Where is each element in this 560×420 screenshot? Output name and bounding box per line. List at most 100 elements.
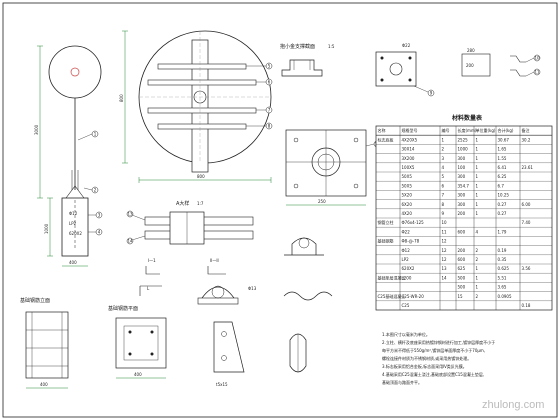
svg-text:1: 1 [94, 132, 97, 137]
notes-block: 1.本图尺寸以毫米为单位。 2.立柱、横杆及底座采用热镀锌钢材进行加工,镀锌层厚度… [382, 331, 495, 385]
table-header-cell: 编号 [442, 127, 450, 133]
table-cell: 500 [458, 285, 466, 290]
flatbar-label: t5x15 [216, 382, 228, 387]
table-cell: 0.27 [498, 211, 507, 216]
small-plate [461, 53, 491, 77]
table-cell: 100X5 [402, 165, 415, 170]
table-cell: 12 [442, 248, 448, 253]
table-cell: 4 [442, 165, 445, 170]
u-clamp-top [291, 237, 317, 255]
disc-rail-4 [157, 123, 247, 130]
watermark: zhulong.com [482, 399, 544, 411]
table-cell: 354.7 [458, 183, 470, 188]
table-header-cell: 长度(mm) [458, 127, 477, 133]
foundation-plan-outline [115, 317, 167, 369]
disc-rail-1 [157, 63, 247, 70]
table-cell: 5.51 [498, 275, 507, 280]
disc-rail-3 [147, 107, 257, 114]
svg-text:14: 14 [128, 239, 134, 244]
table-cell: C25基础混凝土 [378, 293, 406, 299]
section-a-title: A大样 [176, 200, 189, 207]
table-cell: 0.27 [498, 202, 507, 207]
table-cell: 1.79 [498, 229, 507, 234]
callout-11 [533, 68, 541, 76]
curved-bar [289, 333, 307, 373]
small-plate-w: 280 [467, 48, 475, 53]
note-line: 1.本图尺寸以毫米为单位。 [382, 331, 430, 337]
table-cell: 300 [458, 202, 466, 207]
table-cell: 8 [442, 202, 445, 207]
section-a-scale: 1:7 [197, 201, 204, 206]
gusset-plate: t5x15 [213, 321, 245, 387]
table-cell: 1 [476, 174, 479, 179]
svg-text:7: 7 [268, 108, 271, 113]
svg-text:5: 5 [268, 64, 271, 69]
svg-text:6: 6 [268, 80, 271, 85]
foundation-note-1: Φ12 [69, 211, 78, 216]
svg-text:4: 4 [98, 230, 101, 235]
table-header-cell: 备注 [522, 127, 530, 133]
foundation-elevation: 基础钢筋立面 400 [20, 297, 69, 389]
table-cell: 6.7 [498, 183, 505, 188]
table-cell: 50X5 [402, 183, 413, 188]
base-plate-detail: Φ22 9 280 200 10 11 [375, 43, 541, 97]
callout-1 [91, 130, 99, 138]
table-cell: 300 [458, 156, 466, 161]
table-cell: 钢管立柱 [378, 219, 394, 225]
table-cell: 1 [442, 137, 445, 142]
clamp-section-scale: 1:5 [328, 44, 335, 49]
plate-hole-label: Φ22 [402, 43, 411, 48]
disc-height-label: 800 [119, 94, 124, 102]
note-line: 3.标志板采用铝合金板,标志面采用Ⅳ类反光膜。 [382, 363, 467, 369]
table-cell: 基础钢筋 [378, 238, 394, 244]
table-cell: 13 [442, 266, 448, 271]
table-cell: 12 [442, 257, 448, 262]
note-line: 每平方米不得低于550g/m²,镀锌层单面厚度不小于70μm, [382, 347, 485, 353]
table-cell: 1000 [458, 147, 469, 152]
table-cell: 1 [476, 156, 479, 161]
clamp-profile [281, 59, 323, 77]
table-cell: 3.56 [522, 266, 531, 271]
table-cell: 3X200 [402, 156, 415, 161]
table-cell: 0.35 [498, 257, 507, 262]
svg-text:13: 13 [128, 212, 134, 217]
phi-label: Φ13 [248, 286, 257, 291]
disc-front-view: 5 6 7 8 800 800 [119, 30, 273, 183]
note-line: 螺栓连接件材质为不锈钢材质,或采用热镀锌处理。 [382, 355, 471, 361]
callout-3 [95, 211, 103, 219]
note-line: 2.立柱、横杆及底座采用热镀锌钢材进行加工,镀锌层厚度不小于 [382, 339, 495, 345]
table-cell: LP2 [402, 257, 410, 262]
table-header-cell: 单位重(kg) [476, 127, 496, 133]
table-cell: Φ12 [402, 248, 411, 253]
callout-6 [265, 78, 273, 86]
table-header-cell: 名称 [378, 127, 386, 133]
table-cell: 30.2 [522, 137, 531, 142]
table-cell: 200 [458, 248, 466, 253]
table-cell: 600 [458, 229, 466, 234]
table-cell: 625 [458, 266, 466, 271]
callout-5 [265, 62, 273, 70]
table-cell: 基础垫层混凝土 [378, 274, 406, 280]
table-cell: 300 [458, 174, 466, 179]
callout-4 [95, 228, 103, 236]
table-cell: 1 [476, 183, 479, 188]
table-cell: 50X5 [402, 174, 413, 179]
disc-width-label: 800 [197, 174, 205, 179]
table-cell: 300 [458, 193, 466, 198]
table-cell: 200 [458, 211, 466, 216]
callout-7 [265, 106, 273, 114]
small-plate-label: 200 [466, 63, 474, 68]
section-i-label: I—1 [148, 258, 156, 263]
table-cell: 1 [476, 165, 479, 170]
pole-elevation: Φ12 LP2 620X2 3000 1000 400 1 2 3 4 [34, 45, 103, 267]
section-ii-label: II—II [210, 258, 219, 263]
pole-height-label: 3000 [34, 124, 39, 135]
table-cell: 14 [442, 275, 448, 280]
foundation-note-2: LP2 [69, 221, 77, 226]
note-line: 4.基础采用C25混凝土浇注,基础底部设置C15混凝土垫层, [382, 371, 484, 377]
table-cell: 11 [442, 229, 448, 234]
